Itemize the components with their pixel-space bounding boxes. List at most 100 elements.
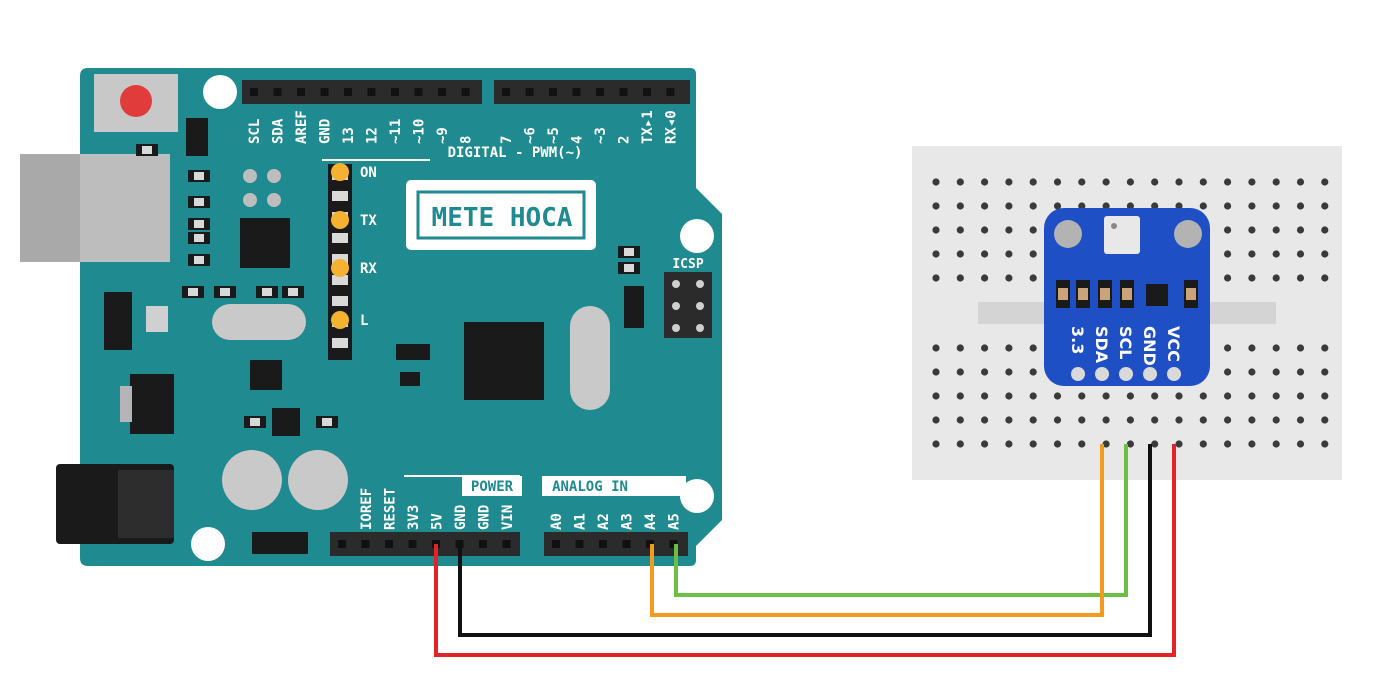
breadboard-hole (932, 344, 940, 352)
header-pin (525, 88, 534, 96)
sensor-pin-label: VCC (1164, 326, 1183, 362)
breadboard-hole (1248, 274, 1256, 282)
small-ic (272, 408, 300, 436)
analog-pin-label: A5 (667, 513, 683, 530)
breadboard-hole (932, 416, 940, 424)
header-pin (572, 88, 581, 96)
smd-resistor-body (332, 338, 348, 348)
regulator-tab (120, 386, 132, 422)
breadboard-hole (956, 416, 964, 424)
breadboard-hole (1296, 226, 1305, 234)
power-label-bg (462, 476, 522, 496)
smd-resistor-body (250, 418, 260, 426)
breadboard-hole (1272, 416, 1280, 424)
analog-pin-label: A1 (573, 513, 589, 530)
smd-resistor-body (194, 234, 204, 242)
test-pad (267, 193, 281, 207)
breadboard-hole (1296, 440, 1305, 448)
breadboard-hole (1296, 274, 1305, 282)
led-indicator (331, 259, 349, 277)
smd-resistor-body (194, 198, 204, 206)
breadboard-hole (1321, 344, 1329, 352)
breadboard-hole (981, 250, 989, 258)
smd-resistor-body (194, 256, 204, 264)
wire-a4-sda (650, 444, 1104, 617)
breadboard-hole (1248, 344, 1256, 352)
breadboard-hole (1224, 274, 1232, 282)
breadboard-hole (981, 226, 989, 234)
digital-pin-label: 12 (365, 127, 381, 144)
breadboard-hole (981, 416, 989, 424)
breadboard-hole (1248, 416, 1256, 424)
breadboard-hole (1321, 440, 1329, 448)
icsp-header (664, 272, 712, 338)
brand-label-box (406, 180, 596, 250)
breadboard-hole (1199, 440, 1207, 448)
breadboard-hole (1199, 416, 1207, 424)
breadboard-hole (1224, 226, 1232, 234)
breadboard-hole (1005, 440, 1013, 448)
header-pin (669, 540, 678, 548)
breadboard-hole (1151, 202, 1159, 210)
resistor-small (400, 372, 420, 386)
sensor-pin-label: SCL (1116, 326, 1135, 359)
breadboard-hole (1005, 368, 1013, 376)
resistor-small (396, 344, 430, 360)
breadboard-hole (1224, 178, 1232, 186)
breadboard-hole (956, 178, 964, 186)
reset-button (120, 85, 152, 117)
analog-pin-label: A0 (549, 513, 565, 530)
breadboard-hole (956, 440, 964, 448)
power-header (330, 532, 520, 556)
breadboard-hole (1029, 440, 1037, 448)
breadboard-hole (1151, 440, 1159, 448)
sensor-regulator (1146, 284, 1168, 306)
sensor-pin-label: 3.3 (1068, 326, 1087, 354)
header-pin (338, 540, 346, 548)
led-label: ON (360, 165, 377, 181)
header-pin (408, 540, 417, 548)
small-ic (250, 360, 282, 390)
breadboard-hole (1272, 368, 1280, 376)
breadboard-hole (1053, 392, 1062, 400)
header-pin (461, 88, 470, 96)
led-indicator (331, 163, 349, 181)
digital-pin-label: 4 (570, 136, 586, 144)
capacitor (288, 450, 348, 510)
header-pin (361, 540, 370, 548)
breadboard-hole (1199, 178, 1207, 186)
breadboard-hole (1053, 178, 1062, 186)
breadboard-hole (1224, 440, 1232, 448)
breadboard-hole (1102, 178, 1110, 186)
breadboard-hole (1029, 226, 1037, 234)
header-pin (344, 88, 352, 96)
breadboard-hole (1248, 368, 1256, 376)
sensor-smd-body (1100, 288, 1110, 300)
digital-pin-label: SDA (271, 118, 287, 144)
breadboard-hole (1224, 202, 1232, 210)
breadboard-hole (1321, 202, 1329, 210)
power-pin-label: 3V3 (406, 505, 422, 530)
icsp-pin (696, 324, 704, 332)
power-pin-label: VIN (500, 505, 516, 530)
breadboard-hole (981, 202, 989, 210)
breadboard-hole (1151, 178, 1159, 186)
digital-pin-label: ~11 (388, 119, 404, 144)
fuse (252, 532, 308, 554)
breadboard-hole (1005, 178, 1013, 186)
header-pin (599, 540, 607, 548)
sensor-mount-hole (1174, 220, 1202, 248)
breadboard-hole (1272, 178, 1280, 186)
breadboard-hole (932, 202, 940, 210)
capacitor (222, 450, 282, 510)
breadboard-hole (1175, 392, 1183, 400)
breadboard-hole (1029, 250, 1037, 258)
sensor-pin-label: GND (1140, 326, 1159, 366)
breadboard-hole (1053, 440, 1062, 448)
mounting-hole (680, 479, 714, 513)
smd-resistor-body (194, 172, 204, 180)
digital-pin-label: SCL (247, 119, 263, 144)
breadboard-hole (1005, 202, 1013, 210)
